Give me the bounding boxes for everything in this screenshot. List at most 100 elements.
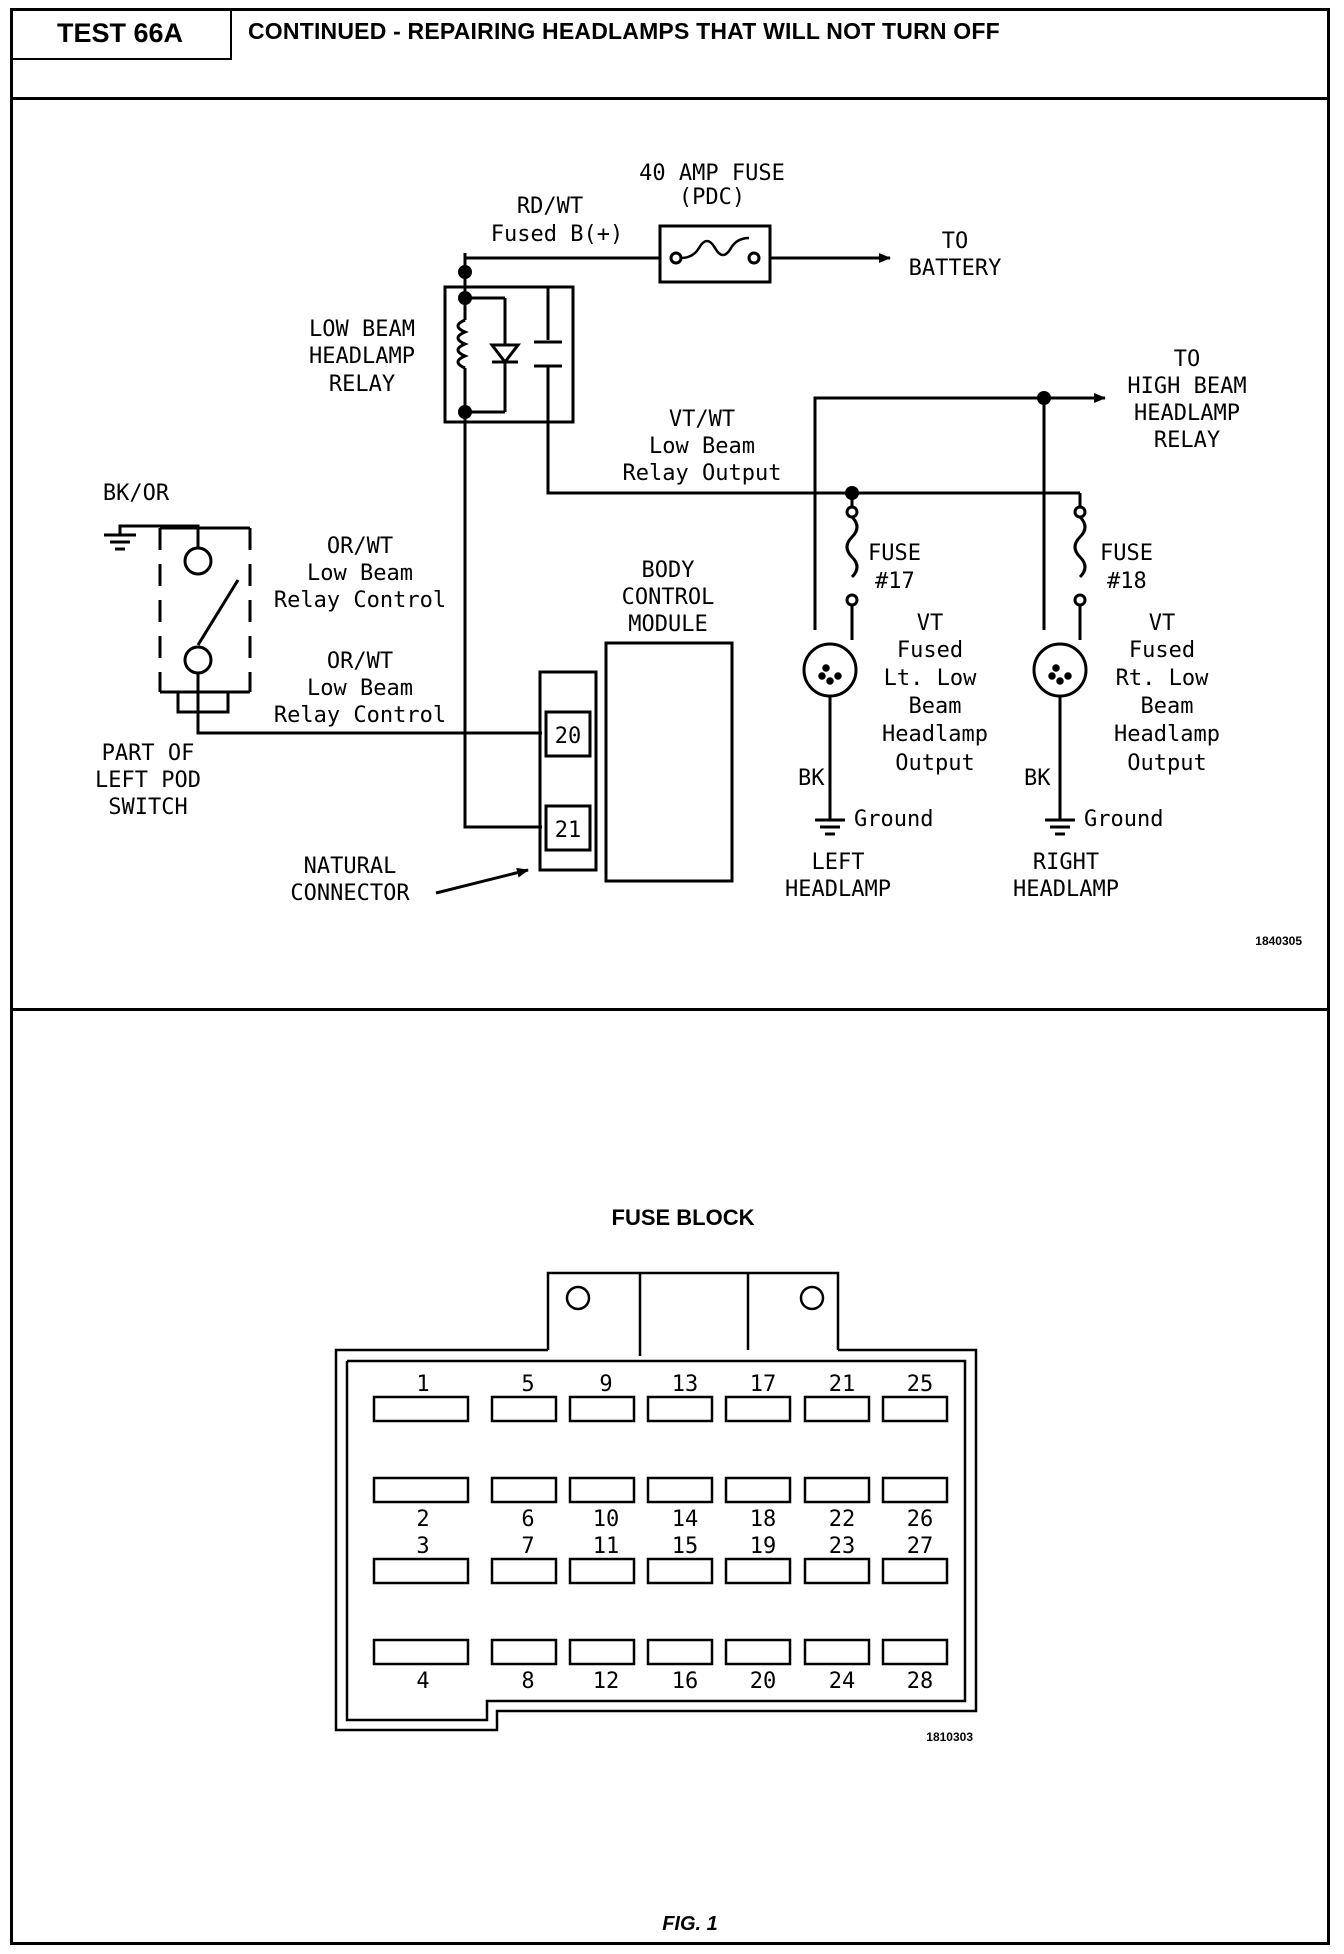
relay-label-3: RELAY — [329, 372, 395, 397]
fuse-slot — [490, 1638, 558, 1666]
fuse17-label-1: FUSE — [868, 541, 921, 566]
fuse-slot — [881, 1395, 949, 1423]
wires — [104, 253, 1106, 895]
fuse-number: 28 — [907, 1669, 934, 1694]
fuse-number: 16 — [672, 1669, 699, 1694]
right-output-4: Beam — [1141, 694, 1194, 719]
fuse-40a-pdc: (PDC) — [679, 185, 745, 210]
fuse-number: 21 — [829, 1372, 856, 1397]
bk-right: BK — [1024, 766, 1051, 791]
bcm-label-2: CONTROL — [622, 585, 715, 610]
right-output-5: Headlamp — [1114, 722, 1220, 747]
fuse-slot — [372, 1476, 470, 1504]
vtwt-label-2: Low Beam — [649, 434, 755, 459]
rdwt-label: RD/WT — [517, 194, 583, 219]
fuse-slot — [881, 1638, 949, 1666]
filament-details — [818, 664, 1072, 685]
left-output-6: Output — [895, 751, 974, 776]
to-battery-1: TO — [942, 229, 969, 254]
fuse-slot — [803, 1476, 871, 1504]
left-output-5: Headlamp — [882, 722, 988, 747]
fuse-17-element — [845, 515, 859, 579]
right-output-2: Fused — [1129, 638, 1195, 663]
to-high-beam-4: RELAY — [1154, 428, 1220, 453]
fuse18-label-2: #18 — [1107, 569, 1147, 594]
natural-connector-1: NATURAL — [304, 854, 397, 879]
relay-box — [443, 285, 575, 424]
natural-connector-2: CONNECTOR — [290, 881, 410, 906]
fuse-number: 17 — [750, 1372, 777, 1397]
fuse17-label-2: #17 — [875, 569, 915, 594]
switch-label-2: LEFT POD — [95, 768, 201, 793]
fuse-number: 19 — [750, 1534, 777, 1559]
fuse-slot — [646, 1557, 714, 1585]
left-headlamp-2: HEADLAMP — [785, 877, 891, 902]
header: TEST 66A CONTINUED - REPAIRING HEADLAMPS… — [10, 8, 1330, 100]
pin-21: 21 — [555, 818, 582, 843]
fuse-slot — [490, 1395, 558, 1423]
wiring-figure-code: 1840305 — [1255, 934, 1302, 948]
fuse-slot — [646, 1476, 714, 1504]
fuse-slot — [881, 1476, 949, 1504]
fuse-slot — [724, 1395, 792, 1423]
fuse-number: 5 — [521, 1372, 534, 1397]
fuse-number: 18 — [750, 1507, 777, 1532]
fuse-number: 15 — [672, 1534, 699, 1559]
fuse-slot — [372, 1638, 470, 1666]
fuse-slot — [803, 1395, 871, 1423]
right-headlamp-2: HEADLAMP — [1013, 877, 1119, 902]
fuse-slot — [372, 1395, 470, 1423]
orwt1-label-2: Low Beam — [307, 561, 413, 586]
switch-label-1: PART OF — [102, 741, 195, 766]
bkor-label: BK/OR — [103, 481, 170, 506]
fuse-slot — [568, 1557, 636, 1585]
left-headlamp-1: LEFT — [812, 850, 865, 875]
ground-left: Ground — [854, 807, 933, 832]
page-title: CONTINUED - REPAIRING HEADLAMPS THAT WIL… — [248, 18, 1000, 44]
fuse-block-title: FUSE BLOCK — [612, 1205, 755, 1230]
fuse-number: 2 — [416, 1507, 429, 1532]
fuse-number: 27 — [907, 1534, 934, 1559]
fuse-number: 13 — [672, 1372, 699, 1397]
fuse-slot — [646, 1638, 714, 1666]
fuse-number: 6 — [521, 1507, 534, 1532]
to-high-beam-2: HIGH BEAM — [1127, 374, 1246, 399]
fuse-40a — [658, 224, 772, 284]
fuse-slot — [568, 1395, 636, 1423]
fuse-slot — [568, 1476, 636, 1504]
left-output-1: VT — [917, 611, 944, 636]
fuse-numbers: 1 5 9 13 17 21 25 2 6 10 14 18 22 26 3 7… — [416, 1372, 933, 1694]
left-output-4: Beam — [909, 694, 962, 719]
fuse-slots — [372, 1395, 949, 1666]
fuse-number: 1 — [416, 1372, 429, 1397]
fuse-number: 12 — [593, 1669, 620, 1694]
right-headlamp-1: RIGHT — [1033, 850, 1099, 875]
bcm-label-3: MODULE — [628, 612, 707, 637]
right-output-1: VT — [1149, 611, 1176, 636]
orwt1-label-3: Relay Control — [274, 588, 446, 613]
fuse-number: 11 — [593, 1534, 620, 1559]
left-output-2: Fused — [897, 638, 963, 663]
pin-20: 20 — [555, 724, 582, 749]
to-high-beam-3: HEADLAMP — [1134, 401, 1240, 426]
fuse-number: 7 — [521, 1534, 534, 1559]
fuse-slot — [490, 1476, 558, 1504]
test-id: TEST 66A — [10, 8, 232, 60]
fuse-slot — [646, 1395, 714, 1423]
junction-dots — [458, 265, 1051, 500]
switch-label-3: SWITCH — [108, 795, 187, 820]
right-output-6: Output — [1127, 751, 1206, 776]
fuse-number: 14 — [672, 1507, 699, 1532]
right-output-3: Rt. Low — [1116, 666, 1209, 691]
relay-label-1: LOW BEAM — [309, 317, 415, 342]
vtwt-label-1: VT/WT — [669, 407, 735, 432]
orwt1-label-1: OR/WT — [327, 534, 393, 559]
fuse-number: 23 — [829, 1534, 856, 1559]
orwt2-label-3: Relay Control — [274, 703, 446, 728]
figure-caption: FIG. 1 — [662, 1913, 718, 1935]
relay-label-2: HEADLAMP — [309, 344, 415, 369]
orwt2-label-2: Low Beam — [307, 676, 413, 701]
orwt2-label-1: OR/WT — [327, 649, 393, 674]
fuse-number: 25 — [907, 1372, 934, 1397]
